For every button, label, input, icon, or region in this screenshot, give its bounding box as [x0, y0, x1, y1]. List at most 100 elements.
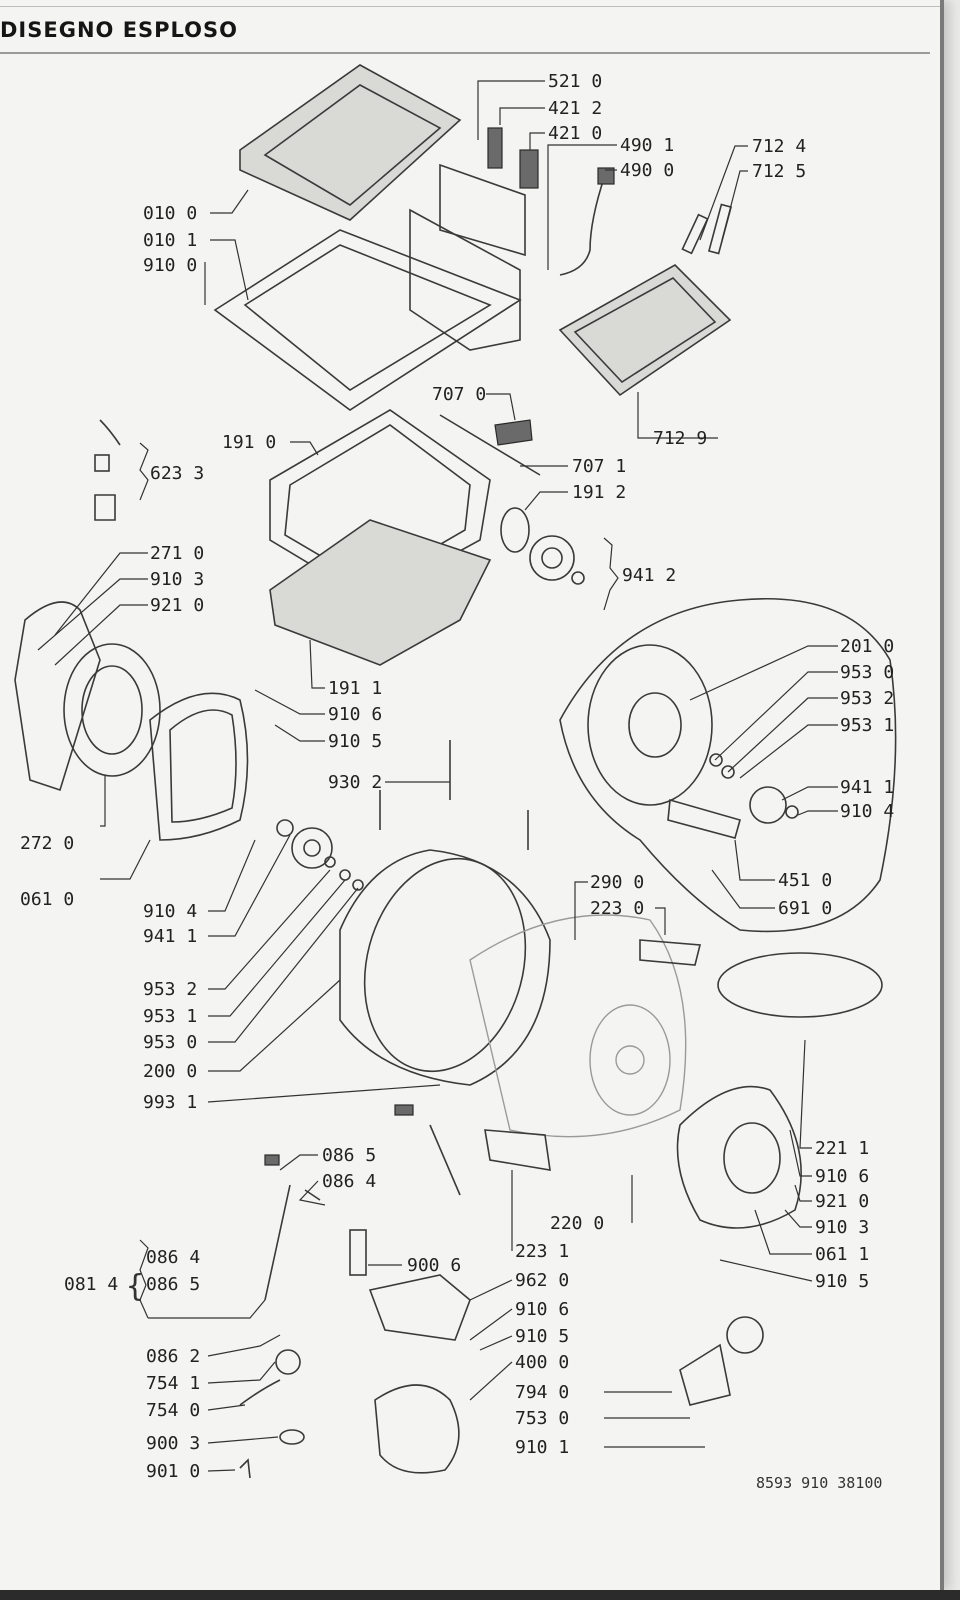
label-010-0: 010 0	[143, 203, 197, 224]
wheel-941-2	[529, 535, 575, 581]
button-712-5	[707, 203, 733, 255]
back-panel	[439, 163, 526, 257]
switch-421-2	[487, 127, 503, 169]
label-081-4: 081 4	[64, 1274, 118, 1295]
shock-absorber-a	[429, 1124, 461, 1196]
label-010-1: 010 1	[143, 230, 197, 251]
control-panel	[558, 264, 732, 397]
label-941-1: 941 1	[143, 926, 197, 947]
part-900-6	[349, 1229, 367, 1276]
part-drawings	[14, 64, 897, 1479]
top-frame	[213, 229, 522, 411]
label-712-5: 712 5	[752, 161, 806, 182]
page-title: DISEGNO ESPLOSO	[0, 18, 239, 42]
label-712-9: 712 9	[653, 428, 707, 449]
title-underline	[0, 52, 930, 54]
label-191-0: 191 0	[222, 432, 276, 453]
label-910-0: 910 0	[143, 255, 197, 276]
label-201-0: 201 0	[840, 636, 894, 657]
door-frame-191-0	[269, 409, 491, 601]
label-086-4: 086 4	[146, 1247, 200, 1268]
rear-flange-061-1	[676, 1085, 802, 1229]
leader-lines	[37, 80, 838, 1472]
label-707-0: 707 0	[432, 384, 486, 405]
hose-754-0	[239, 1379, 281, 1406]
label-910-3: 910 3	[150, 569, 204, 590]
label-953-1: 953 1	[143, 1006, 197, 1027]
small-parts-callout	[717, 952, 883, 1018]
label-421-2: 421 2	[548, 98, 602, 119]
label-901-0: 901 0	[146, 1461, 200, 1482]
label-061-1: 061 1	[815, 1244, 869, 1265]
label-707-1: 707 1	[572, 456, 626, 477]
label-753-0: 753 0	[515, 1408, 569, 1429]
label-421-0: 421 0	[548, 123, 602, 144]
label-900-3: 900 3	[146, 1433, 200, 1454]
float-794-0	[726, 1316, 764, 1354]
label-921-0: 921 0	[815, 1191, 869, 1212]
label-271-0: 271 0	[150, 543, 204, 564]
bearing-941-1b	[749, 786, 787, 824]
drawing-page: DISEGNO ESPLOSO	[0, 0, 944, 1590]
rod-707-1	[439, 414, 541, 476]
brace-081-4: {	[126, 1269, 144, 1304]
label-272-0: 272 0	[20, 833, 74, 854]
label-962-0: 962 0	[515, 1270, 569, 1291]
label-223-0: 223 0	[590, 898, 644, 919]
label-490-1: 490 1	[620, 135, 674, 156]
lock-707-0	[494, 419, 533, 446]
pump-400-0	[374, 1384, 460, 1474]
door-panel-191-1	[269, 519, 492, 666]
power-cable	[559, 174, 606, 276]
rear-tub-201-0	[587, 644, 713, 806]
label-290-0: 290 0	[590, 872, 644, 893]
label-910-1: 910 1	[515, 1437, 569, 1458]
label-910-6: 910 6	[328, 704, 382, 725]
label-941-2: 941 2	[622, 565, 676, 586]
label-086-5: 086 5	[322, 1145, 376, 1166]
label-061-0: 061 0	[20, 889, 74, 910]
part-901-0	[239, 1458, 251, 1479]
rear-assembly-callout	[559, 597, 897, 933]
label-794-0: 794 0	[515, 1382, 569, 1403]
label-754-0: 754 0	[146, 1400, 200, 1421]
label-910-4: 910 4	[840, 801, 894, 822]
label-921-0: 921 0	[150, 595, 204, 616]
label-953-2: 953 2	[840, 688, 894, 709]
bracket-962-0	[368, 1274, 471, 1341]
label-191-2: 191 2	[572, 482, 626, 503]
label-953-1: 953 1	[840, 715, 894, 736]
bracket-061-0	[149, 692, 249, 841]
drum-290-0	[469, 914, 687, 1138]
label-910-4: 910 4	[143, 901, 197, 922]
label-910-5: 910 5	[328, 731, 382, 752]
label-400-0: 400 0	[515, 1352, 569, 1373]
top-lid	[239, 64, 462, 221]
label-910-5: 910 5	[815, 1271, 869, 1292]
label-910-3: 910 3	[815, 1217, 869, 1238]
label-712-4: 712 4	[752, 136, 806, 157]
screen-bottom-bar	[0, 1590, 960, 1600]
label-910-5: 910 5	[515, 1326, 569, 1347]
part-623-3b	[94, 494, 116, 521]
label-993-1: 993 1	[143, 1092, 197, 1113]
part-223-1	[484, 1129, 551, 1171]
label-220-0: 220 0	[550, 1213, 604, 1234]
label-086-5: 086 5	[146, 1274, 200, 1295]
bearing-941-1a	[291, 827, 333, 869]
label-623-3: 623 3	[150, 463, 204, 484]
part-223-0	[639, 939, 702, 966]
label-900-6: 900 6	[407, 1255, 461, 1276]
part-623-3a	[94, 454, 110, 472]
top-rule	[0, 6, 940, 7]
exploded-diagram: 521 0 421 2 421 0 490 1 490 0 712 4 712 …	[14, 64, 897, 1492]
label-223-1: 223 1	[515, 1241, 569, 1262]
label-910-6: 910 6	[815, 1166, 869, 1187]
label-953-0: 953 0	[840, 662, 894, 683]
label-490-0: 490 0	[620, 160, 674, 181]
label-086-4: 086 4	[322, 1171, 376, 1192]
part-754-1	[275, 1349, 301, 1375]
clamp-900-3	[279, 1429, 305, 1445]
label-191-1: 191 1	[328, 678, 382, 699]
label-930-2: 930 2	[328, 772, 382, 793]
